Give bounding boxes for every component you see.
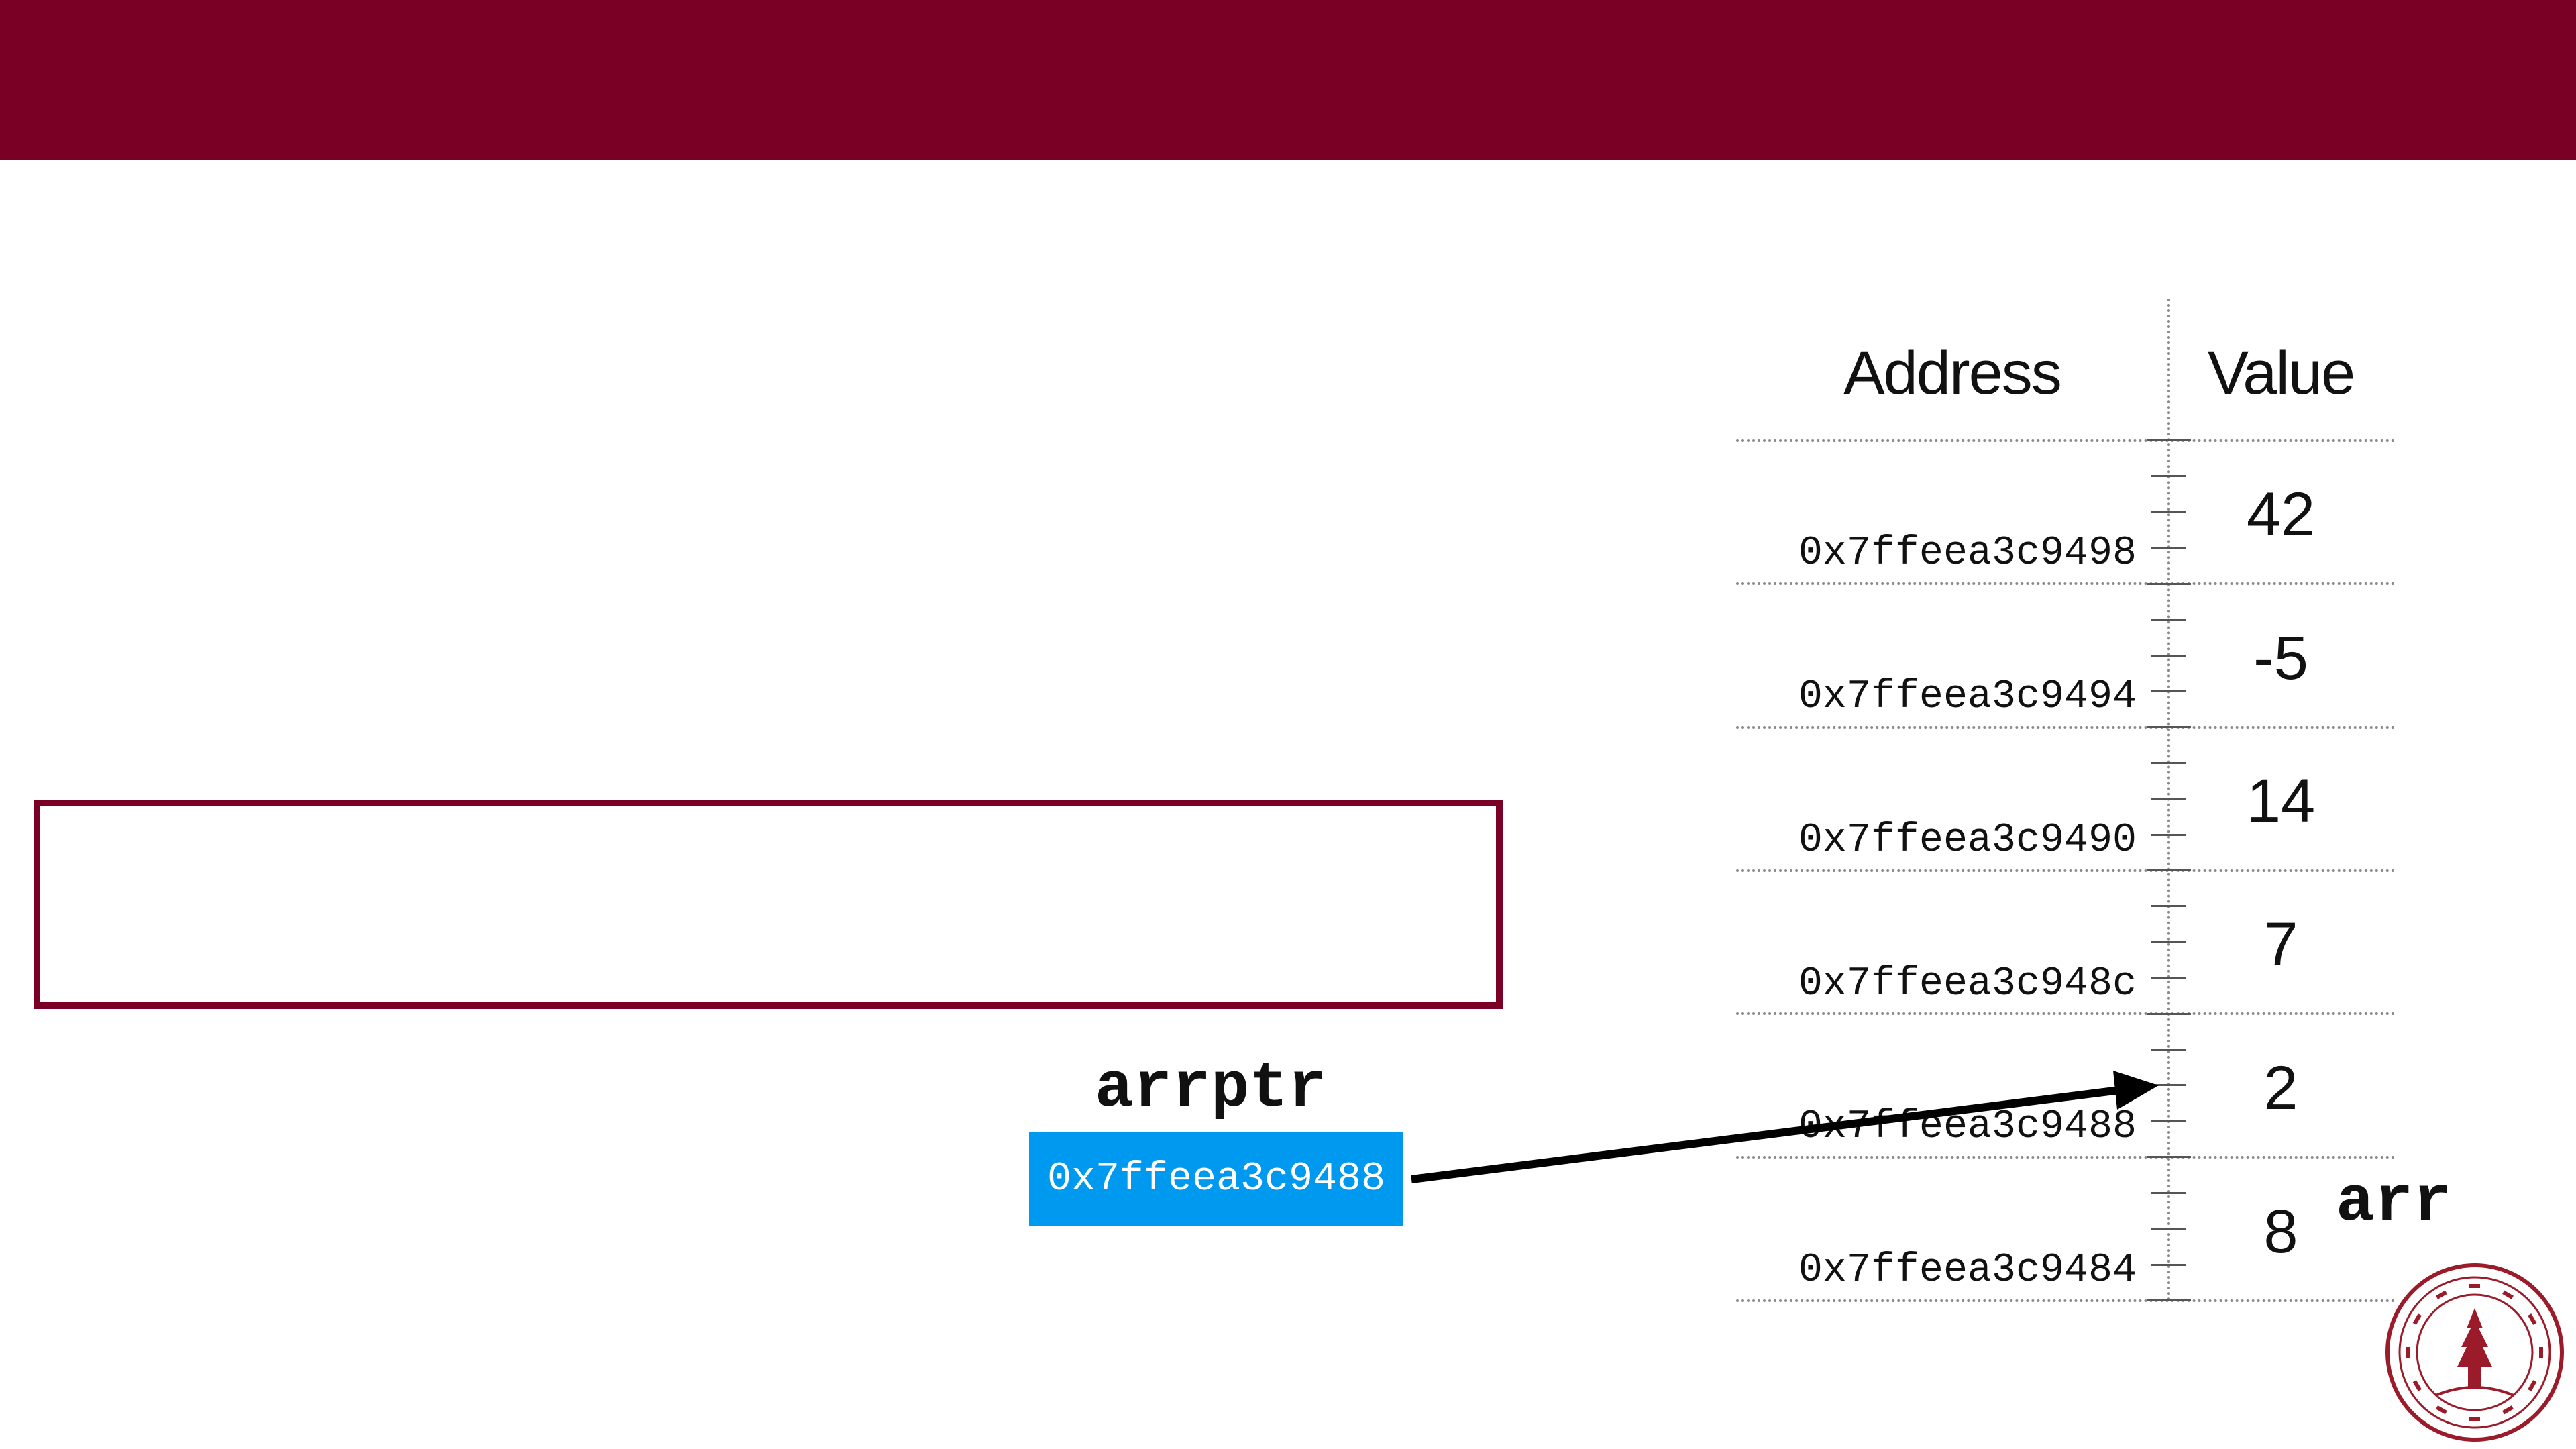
row-divider: [1736, 1012, 2395, 1015]
array-label: arr: [2336, 1166, 2452, 1239]
value-cell: 2: [2263, 1054, 2298, 1122]
value-cell: 14: [2246, 767, 2316, 835]
byte-tick: [2151, 690, 2186, 692]
byte-tick: [2151, 475, 2186, 477]
byte-tick: [2151, 511, 2186, 513]
byte-tick: [2147, 439, 2191, 441]
value-column-header: Value: [2207, 339, 2355, 407]
stanford-seal-icon: [2385, 1263, 2564, 1442]
pointer-name-label: arrptr: [1095, 1052, 1327, 1125]
code-box: [34, 800, 1503, 1009]
row-divider: [1736, 869, 2395, 872]
byte-tick: [2151, 1084, 2186, 1086]
byte-tick: [2151, 1264, 2186, 1266]
byte-tick: [2151, 1228, 2186, 1230]
pointer-value-box: 0x7ffeea3c9488: [1029, 1132, 1403, 1226]
row-divider: [1736, 726, 2395, 729]
byte-tick: [2151, 762, 2186, 764]
value-cell: 8: [2263, 1197, 2298, 1266]
byte-tick: [2151, 655, 2186, 657]
address-cell: 0x7ffeea3c9494: [1798, 674, 2137, 720]
byte-tick: [2151, 977, 2186, 979]
byte-tick: [2147, 1299, 2191, 1301]
byte-tick: [2151, 547, 2186, 549]
row-divider: [1736, 582, 2395, 585]
byte-tick: [2147, 1013, 2191, 1015]
row-divider: [1736, 1156, 2395, 1159]
byte-tick: [2147, 726, 2191, 728]
byte-tick: [2151, 619, 2186, 621]
address-cell: 0x7ffeea3c9498: [1798, 531, 2137, 576]
address-cell: 0x7ffeea3c948c: [1798, 961, 2137, 1007]
value-cell: -5: [2253, 624, 2308, 692]
byte-tick: [2151, 1049, 2186, 1051]
address-cell: 0x7ffeea3c9484: [1798, 1248, 2137, 1293]
column-divider: [2167, 299, 2170, 1301]
value-cell: 7: [2263, 910, 2298, 979]
row-divider: [1736, 439, 2395, 442]
byte-tick: [2151, 1120, 2186, 1122]
byte-tick: [2151, 905, 2186, 907]
byte-tick: [2151, 798, 2186, 800]
pointer-value: 0x7ffeea3c9488: [1046, 1157, 1386, 1202]
byte-tick: [2151, 834, 2186, 836]
arrow-head: [2113, 1071, 2159, 1110]
arrow-shaft: [1411, 1086, 2121, 1183]
byte-tick: [2147, 1156, 2191, 1158]
byte-tick: [2147, 583, 2191, 585]
byte-tick: [2151, 1192, 2186, 1194]
address-cell: 0x7ffeea3c9490: [1798, 818, 2137, 863]
byte-tick: [2147, 869, 2191, 871]
header-bar: [0, 0, 2576, 160]
value-cell: 42: [2246, 480, 2316, 549]
byte-tick: [2151, 941, 2186, 943]
address-column-header: Address: [1843, 339, 2062, 407]
row-divider: [1736, 1299, 2395, 1302]
